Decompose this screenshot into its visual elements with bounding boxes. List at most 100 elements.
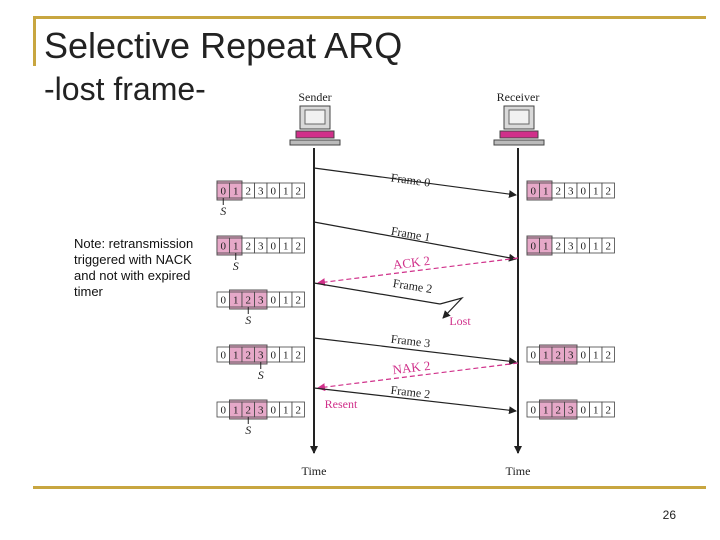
window-cell-number: 1 xyxy=(233,405,239,417)
frame2-arrow xyxy=(313,282,441,305)
window-cell-number: 1 xyxy=(283,241,289,253)
window-cell-number: 2 xyxy=(606,186,612,198)
window-cell-number: 1 xyxy=(543,241,549,253)
window-cell-number: 3 xyxy=(568,350,574,362)
window-cell-number: 3 xyxy=(258,186,264,198)
window-pointer-label: S xyxy=(258,368,264,382)
window-cell-number: 0 xyxy=(221,350,227,362)
window-cell xyxy=(291,237,305,254)
receiver-label: Receiver xyxy=(497,90,540,104)
window-cell-number: 3 xyxy=(568,405,574,417)
window-cell-number: 2 xyxy=(606,350,612,362)
receiver-computer-icon xyxy=(493,105,545,146)
window-cell-number: 0 xyxy=(271,241,277,253)
window-cell-number: 2 xyxy=(296,295,302,307)
window-cell-number: 1 xyxy=(233,350,239,362)
left-border xyxy=(33,16,36,66)
nak2-arrow xyxy=(317,362,519,392)
window-cell xyxy=(601,182,615,199)
frame2-resent-label: Frame 2 xyxy=(390,383,431,401)
window-cell-number: 2 xyxy=(296,186,302,198)
window-cell-number: 2 xyxy=(606,241,612,253)
window-cell-number: 0 xyxy=(271,186,277,198)
window-cell-number: 2 xyxy=(606,405,612,417)
window-cell-number: 1 xyxy=(283,295,289,307)
frame3-arrow xyxy=(313,337,517,366)
window-cell-number: 0 xyxy=(271,405,277,417)
window-cell-number: 0 xyxy=(531,350,537,362)
slide-title: Selective Repeat ARQ xyxy=(44,25,403,66)
window-cell-number: 1 xyxy=(283,186,289,198)
resent-label: Resent xyxy=(325,397,358,411)
frame2-label: Frame 2 xyxy=(392,276,433,296)
window-cell xyxy=(291,346,305,363)
window-cell-number: 1 xyxy=(233,186,239,198)
window-cell-number: 3 xyxy=(258,295,264,307)
window-cell-number: 2 xyxy=(296,405,302,417)
window-cell-number: 1 xyxy=(233,241,239,253)
note-text: Note: retransmission triggered with NACK… xyxy=(74,236,194,299)
window-cell-number: 1 xyxy=(543,186,549,198)
window-cell-number: 0 xyxy=(221,405,227,417)
frame1-label: Frame 1 xyxy=(390,224,431,245)
ack2-label: ACK 2 xyxy=(392,253,431,272)
window-cell-number: 1 xyxy=(593,405,599,417)
window-cell-number: 0 xyxy=(581,405,587,417)
window-cell-number: 2 xyxy=(296,241,302,253)
page-number: 26 xyxy=(662,508,676,522)
receiver-time-label: Time xyxy=(506,464,531,478)
window-cell-number: 1 xyxy=(283,350,289,362)
window-cell-number: 2 xyxy=(556,405,562,417)
slide-subtitle: -lost frame- xyxy=(44,71,206,107)
sender-label: Sender xyxy=(298,90,331,104)
window-cell-number: 0 xyxy=(531,186,537,198)
window-cell-number: 0 xyxy=(581,350,587,362)
window-pointer-label: S xyxy=(220,204,226,218)
bottom-border xyxy=(33,486,706,489)
window-cell-number: 0 xyxy=(531,241,537,253)
window-cell-number: 0 xyxy=(531,405,537,417)
window-cell-number: 0 xyxy=(221,186,227,198)
window-cell-number: 3 xyxy=(258,241,264,253)
window-cell-number: 2 xyxy=(246,405,252,417)
window-cell-number: 1 xyxy=(283,405,289,417)
window-cell-number: 2 xyxy=(246,186,252,198)
window-cell xyxy=(291,291,305,308)
sender-time-label: Time xyxy=(302,464,327,478)
window-cell-number: 3 xyxy=(258,405,264,417)
window-cell xyxy=(291,182,305,199)
window-pointer-label: S xyxy=(233,259,239,273)
window-cell-number: 0 xyxy=(271,350,277,362)
window-cell xyxy=(601,237,615,254)
window-cell-number: 0 xyxy=(581,241,587,253)
window-cell-number: 0 xyxy=(271,295,277,307)
frame2-resent-arrow xyxy=(313,387,517,415)
window-cell-number: 1 xyxy=(233,295,239,307)
window-cell-number: 2 xyxy=(296,350,302,362)
window-pointer-label: S xyxy=(245,313,251,327)
window-cell xyxy=(601,401,615,418)
window-cell-number: 2 xyxy=(246,350,252,362)
window-cell-number: 1 xyxy=(543,350,549,362)
frame1-arrow xyxy=(313,221,517,262)
window-cell-number: 2 xyxy=(556,241,562,253)
frame2-lost-zigzag xyxy=(439,296,464,319)
window-cell-number: 0 xyxy=(221,295,227,307)
window-pointer-label: S xyxy=(245,423,251,437)
sender-computer-icon xyxy=(289,105,341,146)
frame0-arrow xyxy=(313,167,517,199)
window-cell-number: 3 xyxy=(258,350,264,362)
window-cell-number: 3 xyxy=(568,186,574,198)
window-cell-number: 3 xyxy=(568,241,574,253)
nak2-label: NAK 2 xyxy=(392,358,431,378)
window-cell-number: 2 xyxy=(556,186,562,198)
window-cell xyxy=(291,401,305,418)
window-cell-number: 0 xyxy=(221,241,227,253)
window-cell xyxy=(601,346,615,363)
window-cell-number: 1 xyxy=(593,186,599,198)
window-cell-number: 2 xyxy=(246,295,252,307)
window-cell-number: 2 xyxy=(556,350,562,362)
window-cell-number: 0 xyxy=(581,186,587,198)
